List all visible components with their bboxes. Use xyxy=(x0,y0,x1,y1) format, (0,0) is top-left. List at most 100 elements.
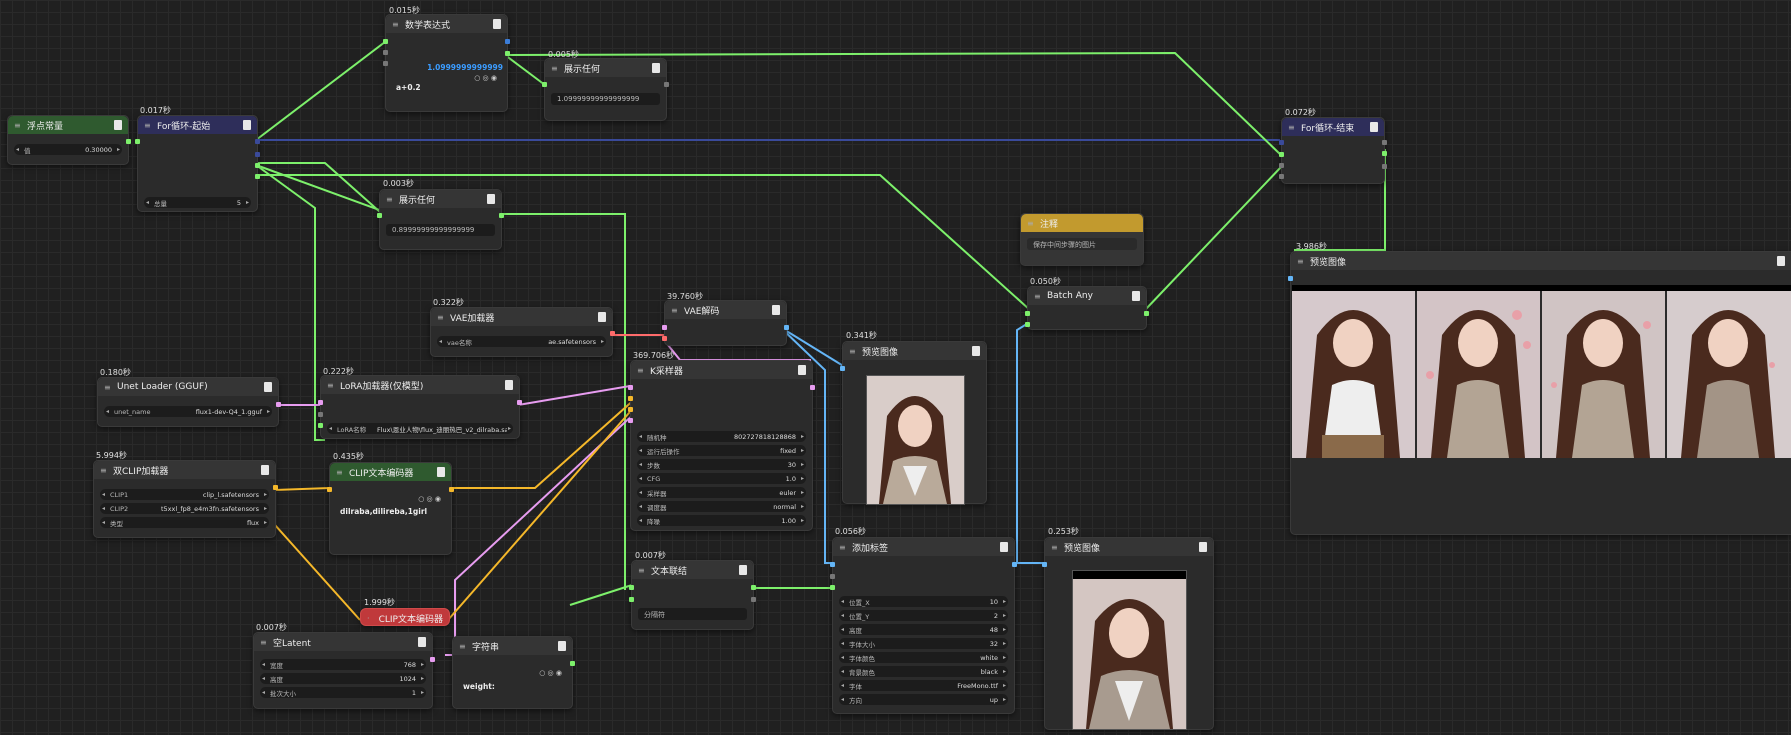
expression-text[interactable]: a+0.2 xyxy=(396,83,421,92)
clip-text-encode-node[interactable]: ≡CLIP文本编码器 ○ ◎ ◉ dilraba,dilireba,1girl xyxy=(327,462,454,555)
menu-icon[interactable]: ≡ xyxy=(839,542,846,552)
input-port[interactable] xyxy=(1279,174,1284,179)
note-node[interactable]: ≡注释 保存中间步骤的图片 xyxy=(1020,213,1144,266)
value-widget[interactable]: 值0.30000 xyxy=(14,144,122,155)
output-port[interactable] xyxy=(276,402,281,407)
input-port[interactable] xyxy=(383,50,388,55)
document-icon[interactable] xyxy=(972,346,980,356)
menu-icon[interactable]: ≡ xyxy=(637,365,644,375)
preview-image-grid[interactable] xyxy=(1292,285,1791,458)
output-port[interactable] xyxy=(1144,311,1149,316)
input-port[interactable] xyxy=(135,139,140,144)
preview-image[interactable] xyxy=(866,375,965,505)
output-port[interactable] xyxy=(570,661,575,666)
menu-icon[interactable]: ≡ xyxy=(336,467,343,477)
output-port[interactable] xyxy=(517,400,522,405)
document-icon[interactable] xyxy=(1000,542,1008,552)
document-icon[interactable] xyxy=(1199,542,1207,552)
output-port[interactable] xyxy=(505,39,510,44)
output-port[interactable] xyxy=(255,163,260,168)
menu-icon[interactable]: ≡ xyxy=(327,380,334,390)
menu-icon[interactable]: ≡ xyxy=(1034,291,1041,301)
widget-icons[interactable]: ○ ◎ ◉ xyxy=(539,669,562,677)
input-port[interactable] xyxy=(1279,140,1284,145)
output-port[interactable] xyxy=(664,82,669,87)
menu-icon[interactable]: ≡ xyxy=(551,63,558,73)
output-port[interactable] xyxy=(784,325,789,330)
total-widget[interactable]: 总量5 xyxy=(144,197,251,208)
document-icon[interactable] xyxy=(1777,256,1785,266)
output-port[interactable] xyxy=(273,485,278,490)
document-icon[interactable] xyxy=(1132,291,1140,301)
input-port[interactable] xyxy=(1025,322,1030,327)
input-port[interactable] xyxy=(1025,311,1030,316)
document-icon[interactable] xyxy=(739,565,747,575)
document-icon[interactable] xyxy=(261,465,269,475)
show-any-node[interactable]: ≡展示任何 1.09999999999999999 xyxy=(542,58,669,121)
document-icon[interactable] xyxy=(264,382,272,392)
input-port[interactable] xyxy=(662,336,667,341)
document-icon[interactable] xyxy=(437,467,445,477)
output-port[interactable] xyxy=(449,487,454,492)
input-port[interactable] xyxy=(830,574,835,579)
widget-icons[interactable]: ○ ◎ ◉ xyxy=(418,495,441,503)
output-port[interactable] xyxy=(751,585,756,590)
separator-field[interactable]: 分隔符 xyxy=(638,608,747,620)
vae-decode-node[interactable]: ≡VAE解码 xyxy=(662,300,789,346)
document-icon[interactable] xyxy=(652,63,660,73)
lora-name-widget[interactable]: LoRA名称Flux\恩业人物\flux_迪丽热巴_v2_dilraba.saf… xyxy=(327,423,513,434)
menu-icon[interactable]: ≡ xyxy=(638,565,645,575)
input-port[interactable] xyxy=(830,562,835,567)
menu-icon[interactable]: ≡ xyxy=(392,19,399,29)
input-port[interactable] xyxy=(383,61,388,66)
string-text[interactable]: weight: xyxy=(463,682,495,691)
input-port[interactable] xyxy=(628,396,633,401)
input-port[interactable] xyxy=(383,39,388,44)
float-constant-node[interactable]: ≡浮点常量 值0.30000 xyxy=(7,115,131,165)
output-port[interactable] xyxy=(505,51,510,56)
for-loop-start-node[interactable]: ≡For循环-起始 总量5 xyxy=(135,115,260,212)
input-port[interactable] xyxy=(830,585,835,590)
preview-image-node[interactable]: ≡预览图像 xyxy=(840,341,987,505)
input-port[interactable] xyxy=(840,366,845,371)
output-port[interactable] xyxy=(126,139,131,144)
input-port[interactable] xyxy=(327,487,332,492)
output-port[interactable] xyxy=(610,331,615,336)
document-icon[interactable] xyxy=(243,120,251,130)
output-port[interactable] xyxy=(751,597,756,602)
output-port[interactable] xyxy=(1382,164,1387,169)
document-icon[interactable] xyxy=(798,365,806,375)
output-port[interactable] xyxy=(810,385,815,390)
input-port[interactable] xyxy=(1279,152,1284,157)
input-port[interactable] xyxy=(629,597,634,602)
lora-loader-node[interactable]: ≡LoRA加载器(仅模型) LoRA名称Flux\恩业人物\flux_迪丽热巴_… xyxy=(318,375,522,439)
document-icon[interactable] xyxy=(418,637,426,647)
string-node[interactable]: ≡字符串 ○ ◎ ◉ weight: xyxy=(452,636,575,709)
output-port[interactable] xyxy=(430,657,435,662)
document-icon[interactable] xyxy=(493,19,501,29)
document-icon[interactable] xyxy=(772,305,780,315)
input-port[interactable] xyxy=(628,407,633,412)
show-any-node[interactable]: ≡展示任何 0.89999999999999999 xyxy=(377,189,504,250)
menu-icon[interactable]: ≡ xyxy=(386,194,393,204)
menu-icon[interactable]: ≡ xyxy=(1297,256,1304,266)
input-port[interactable] xyxy=(318,423,323,428)
position-x-widget[interactable]: 位置_X10 xyxy=(839,596,1008,607)
menu-icon[interactable]: ≡ xyxy=(260,637,267,647)
input-port[interactable] xyxy=(318,400,323,405)
